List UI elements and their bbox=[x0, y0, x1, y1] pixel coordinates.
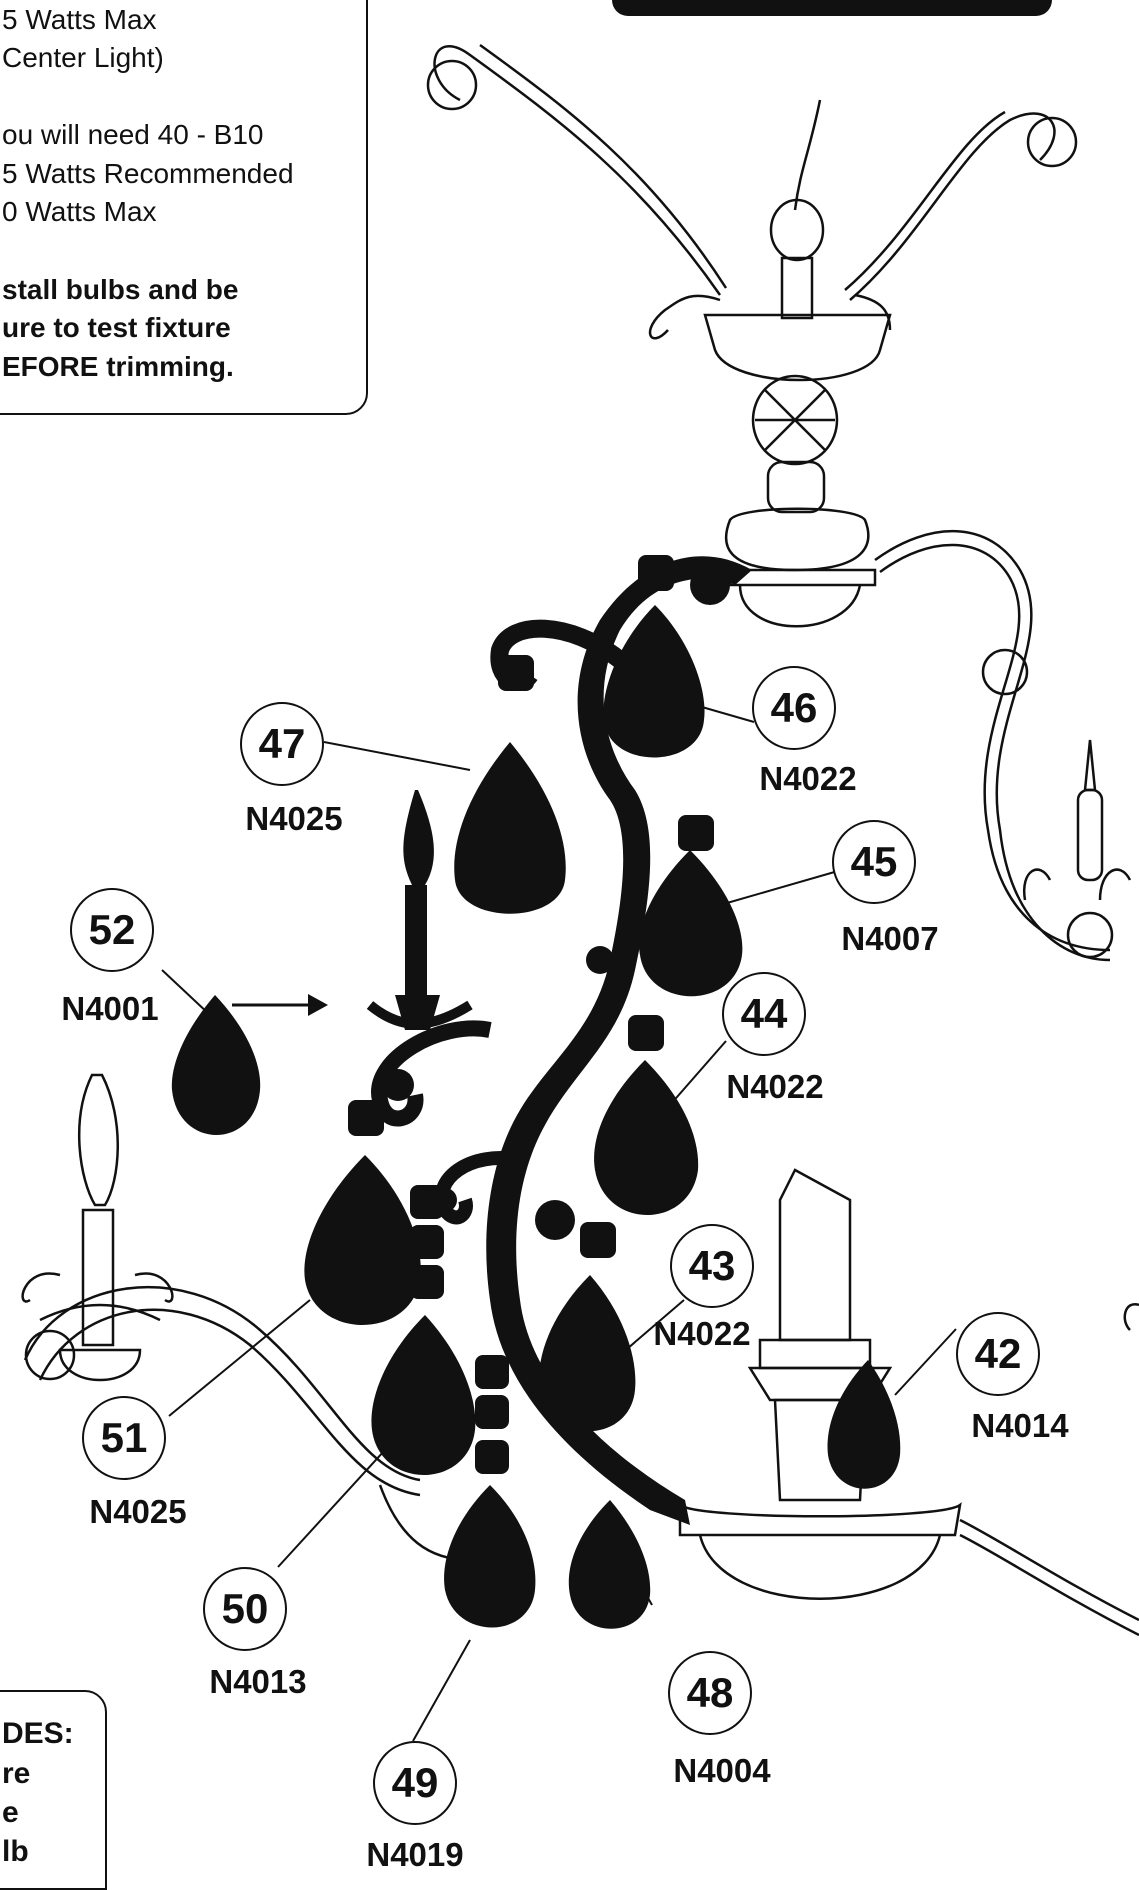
note-line-8: stall bulbs and be bbox=[2, 274, 239, 305]
note-line-2: Center Light) bbox=[2, 42, 164, 73]
part-code-43: N4022 bbox=[653, 1315, 751, 1352]
rosette-icon bbox=[1026, 116, 1078, 168]
highlighted-parts bbox=[171, 555, 901, 1629]
part-code-50: N4013 bbox=[209, 1663, 307, 1700]
bottom-note-line-3: e bbox=[2, 1796, 19, 1829]
callout-45: 45 bbox=[832, 820, 916, 904]
callout-49: 49 bbox=[373, 1741, 457, 1825]
bottom-note-line-2: re bbox=[2, 1757, 31, 1790]
callout-50: 50 bbox=[203, 1567, 287, 1651]
note-line-1: 5 Watts Max bbox=[2, 4, 157, 35]
leader-lines bbox=[161, 704, 957, 1742]
callout-43: 43 bbox=[670, 1224, 754, 1308]
bulb-info-box: 5 Watts Max Center Light) ou will need 4… bbox=[0, 0, 368, 415]
part-code-51: N4025 bbox=[89, 1493, 187, 1530]
callout-52: 52 bbox=[70, 888, 154, 972]
fixture-outline bbox=[21, 43, 1139, 1637]
pointer-arrow bbox=[232, 994, 328, 1016]
note-line-10: EFORE trimming. bbox=[2, 351, 234, 382]
title-bar bbox=[612, 0, 1052, 16]
part-code-45: N4007 bbox=[841, 920, 939, 957]
part-code-47: N4025 bbox=[245, 800, 343, 837]
callout-46: 46 bbox=[752, 666, 836, 750]
callout-42: 42 bbox=[956, 1312, 1040, 1396]
rosette-icon bbox=[981, 648, 1029, 696]
part-code-52: N4001 bbox=[61, 990, 159, 1027]
note-line-5: 5 Watts Recommended bbox=[2, 158, 294, 189]
note-line-9: ure to test fixture bbox=[2, 312, 231, 343]
callout-51: 51 bbox=[82, 1396, 166, 1480]
part-code-42: N4014 bbox=[971, 1407, 1069, 1444]
part-code-44: N4022 bbox=[726, 1068, 824, 1105]
part-code-48: N4004 bbox=[673, 1752, 771, 1789]
part-code-49: N4019 bbox=[366, 1836, 464, 1873]
note-line-6: 0 Watts Max bbox=[2, 196, 157, 227]
callout-47: 47 bbox=[240, 702, 324, 786]
part-code-46: N4022 bbox=[759, 760, 857, 797]
rosette-icon bbox=[1066, 911, 1114, 959]
bottom-note-box: DES: re e lb bbox=[0, 1690, 107, 1890]
bottom-note-line-4: lb bbox=[2, 1835, 29, 1868]
rosette-icon bbox=[24, 1329, 76, 1381]
callout-44: 44 bbox=[722, 972, 806, 1056]
note-line-4: ou will need 40 - B10 bbox=[2, 119, 264, 150]
rosette-icon bbox=[426, 59, 478, 111]
callout-48: 48 bbox=[668, 1651, 752, 1735]
crystal-ball bbox=[751, 374, 839, 466]
bottom-note-line-1: DES: bbox=[2, 1717, 74, 1750]
